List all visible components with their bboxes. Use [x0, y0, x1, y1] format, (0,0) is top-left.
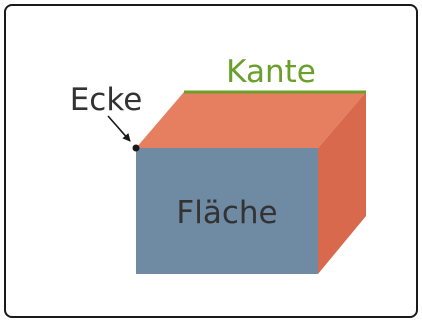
top-face — [136, 92, 366, 148]
corner-label: Ecke — [70, 82, 143, 118]
corner-arrow — [107, 115, 131, 142]
edge-label: Kante — [226, 54, 316, 90]
front-face — [136, 148, 318, 274]
side-face — [318, 92, 366, 274]
face-label: Fläche — [176, 195, 277, 231]
corner-dot — [132, 144, 140, 152]
